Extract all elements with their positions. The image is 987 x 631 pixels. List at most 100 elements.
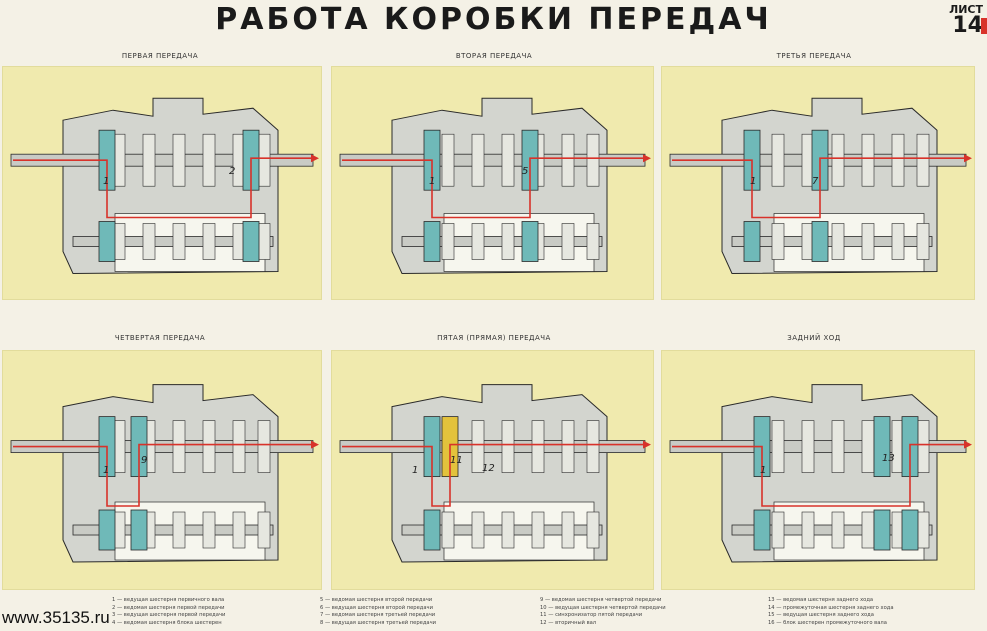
legend-item: 10 — ведущая шестерня четвертой передачи — [540, 604, 666, 611]
legend-item: 15 — ведущая шестерня заднего хода — [768, 612, 874, 619]
sheet-label: ЛИСТ 14 — [949, 4, 983, 37]
active-gear — [873, 416, 891, 478]
power-flow-line — [13, 157, 311, 219]
gear — [471, 223, 485, 260]
panel-caption-6: ЗАДНИЙ ХОД — [787, 334, 841, 342]
callout-label: 7 — [812, 176, 819, 187]
gear — [202, 420, 216, 473]
gear — [202, 511, 216, 549]
red-corner-mark — [981, 18, 987, 34]
gear — [561, 511, 575, 549]
gear — [771, 223, 785, 260]
power-flow-line — [342, 443, 643, 507]
power-flow-arrow — [643, 154, 651, 163]
gear — [257, 133, 271, 187]
gear — [471, 420, 485, 473]
gear — [831, 420, 845, 473]
callout-label: 1 — [103, 465, 109, 476]
legend-item: 5 — ведомая шестерня второй передачи — [320, 597, 433, 603]
active-gear — [242, 221, 260, 262]
legend-item: 2 — ведомая шестерня первой передачи — [112, 604, 225, 611]
gear — [801, 511, 815, 549]
active-gear — [873, 509, 891, 551]
gear — [441, 511, 455, 549]
gear — [501, 223, 515, 260]
gear — [501, 420, 515, 473]
gear — [801, 420, 815, 473]
gear — [531, 511, 545, 549]
legend-item: 3 — ведущая шестерня первой передачи — [112, 612, 226, 619]
gearbox-diagram: 1234 — [10, 97, 319, 274]
callout-label: 1 — [103, 176, 109, 187]
watermark-url: www.35135.ru — [2, 608, 110, 627]
callout-label: 1 — [750, 176, 756, 187]
active-gear — [901, 509, 919, 551]
callout-label: 11 — [450, 455, 463, 466]
power-flow-arrow — [964, 154, 972, 163]
active-gear — [521, 221, 539, 262]
gear — [202, 223, 216, 260]
legend-item: 9 — ведомая шестерня четвертой передачи — [540, 597, 662, 603]
gear — [771, 420, 785, 473]
diagram-panel-third-gear: 1748 — [661, 66, 975, 300]
gear — [861, 223, 875, 260]
power-flow-arrow — [311, 440, 319, 449]
poster-title: РАБОТА КОРОБКИ ПЕРЕДАЧ — [215, 2, 772, 37]
callout-label: 5 — [522, 166, 528, 177]
active-gear — [423, 221, 441, 262]
gear — [172, 420, 186, 473]
gear — [916, 511, 930, 549]
active-gear — [423, 509, 441, 551]
panel-caption-1: ПЕРВАЯ ПЕРЕДАЧА — [121, 52, 199, 60]
panel-caption-5: ПЯТАЯ (ПРЯМАЯ) ПЕРЕДАЧА — [437, 334, 551, 342]
callout-label: 1 — [412, 465, 418, 476]
gear — [861, 511, 875, 549]
callout-label: 2 — [229, 166, 235, 177]
gear — [257, 511, 271, 549]
gear — [441, 133, 455, 187]
legend-item: 8 — ведущая шестерня третьей передачи — [320, 619, 437, 626]
diagram-panel-second-gear: 1546 — [331, 66, 654, 300]
gearbox-diagram: 1748 — [669, 97, 972, 274]
active-gear — [743, 221, 761, 262]
sheet-label-text: ЛИСТ — [949, 3, 983, 16]
active-gear — [811, 221, 829, 262]
gear — [441, 223, 455, 260]
gearbox-diagram: 1134161514 — [669, 384, 972, 563]
active-gear — [98, 509, 116, 551]
gear — [831, 133, 845, 187]
legend-item: 6 — ведущая шестерня второй передачи — [320, 604, 433, 611]
gear — [916, 420, 930, 473]
power-flow-arrow — [643, 440, 651, 449]
panel-caption-4: ЧЕТВЕРТАЯ ПЕРЕДАЧА — [114, 334, 206, 342]
gear — [861, 133, 875, 187]
legend-item: 12 — вторичный вал — [540, 619, 597, 626]
legend-item: 11 — синхронизатор пятой передачи — [540, 612, 643, 619]
callout-label: 9 — [141, 455, 147, 466]
power-flow-line — [672, 157, 964, 219]
power-flow-line — [342, 157, 643, 219]
legend-item: 1 — ведущая шестерня первичного вала — [112, 597, 225, 603]
legend-item: 4 — ведомая шестерня блока шестерен — [112, 619, 222, 626]
gear — [586, 511, 600, 549]
power-flow-arrow — [964, 440, 972, 449]
gearbox-diagram: 19410 — [10, 384, 319, 563]
callout-label: 13 — [882, 453, 895, 464]
gear — [771, 133, 785, 187]
gear — [771, 511, 785, 549]
gear — [561, 420, 575, 473]
gear — [172, 133, 186, 187]
gear — [471, 133, 485, 187]
gear — [531, 420, 545, 473]
sheet-number: 14 — [952, 13, 983, 38]
gear — [586, 133, 600, 187]
gear — [232, 420, 246, 473]
diagram-panel-fourth-gear: 19410 — [2, 350, 322, 590]
diagram-panel-reverse: 1134161514 — [661, 350, 975, 590]
gear — [172, 511, 186, 549]
